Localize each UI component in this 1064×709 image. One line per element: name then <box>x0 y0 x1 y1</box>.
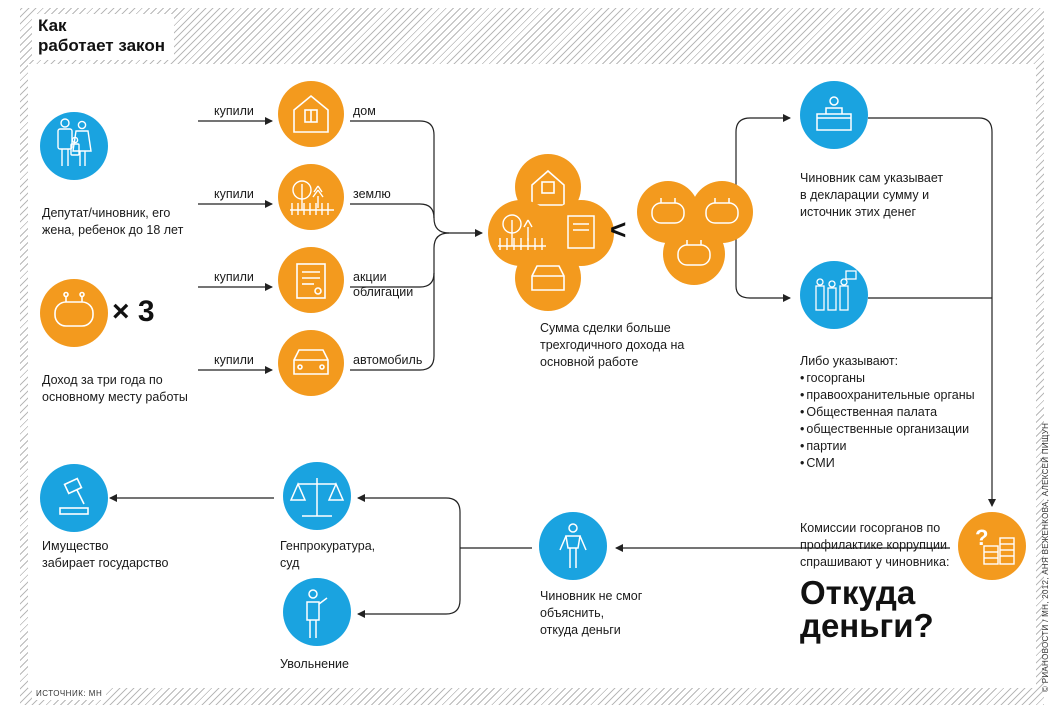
purchase-item-line: облигации <box>353 285 414 299</box>
failed-caption: Чиновник не смог объяснить, откуда деньг… <box>540 588 642 639</box>
list-item: общественные организации <box>800 421 975 438</box>
house-icon <box>278 81 344 147</box>
commission-caption: Комиссии госорганов по профилактике корр… <box>800 520 949 571</box>
commission-caption-line: Комиссии госорганов по <box>800 521 941 535</box>
certificate-icon <box>278 247 344 313</box>
list-item: госорганы <box>800 370 975 387</box>
question-heading: Откуда деньги? <box>800 576 934 642</box>
center-caption-line: трехгодичного дохода на <box>540 338 685 352</box>
question-line: деньги? <box>800 607 934 644</box>
multiplier: × 3 <box>112 295 155 328</box>
commission-caption-line: спрашивают у чиновника: <box>800 555 950 569</box>
dismiss-caption: Увольнение <box>280 657 349 671</box>
either-title: Либо указывают: <box>800 354 899 368</box>
family-icon <box>40 112 108 180</box>
income-wallet-cluster <box>637 181 753 285</box>
failed-caption-line: откуда деньги <box>540 623 621 637</box>
official-caption-line: Чиновник сам указывает <box>800 171 944 185</box>
person-icon <box>539 512 607 580</box>
failed-caption-line: объяснить, <box>540 606 605 620</box>
list-item: партии <box>800 438 975 455</box>
title-line-1: Как <box>38 16 67 35</box>
source-note: ИСТОЧНИК: МН <box>32 688 107 700</box>
official-caption-line: в декларации сумму и <box>800 188 930 202</box>
purchase-verb: купили <box>214 187 254 201</box>
commission-caption-line: профилактике коррупции <box>800 538 948 552</box>
land-icon <box>278 164 344 230</box>
gavel-icon <box>40 464 108 532</box>
court-caption: Генпрокуратура, суд <box>280 538 375 572</box>
failed-caption-line: Чиновник не смог <box>540 589 643 603</box>
center-caption-line: Сумма сделки больше <box>540 321 671 335</box>
purchase-item-line: акции <box>353 270 387 284</box>
question-coins-icon: ? <box>958 512 1026 580</box>
car-icon <box>278 330 344 396</box>
family-caption: Депутат/чиновник, его жена, ребенок до 1… <box>42 205 183 239</box>
state-caption-line: забирает государство <box>42 556 169 570</box>
credit-note: © РИАНОВОСТИ / МН, 2012, АНЯ ВЕЖЕНКОВА, … <box>1041 422 1050 692</box>
official-caption: Чиновник сам указывает в декларации сумм… <box>800 170 943 221</box>
title-line-2: работает закон <box>38 36 165 55</box>
court-caption-line: суд <box>280 556 300 570</box>
center-caption-line: основной работе <box>540 355 639 369</box>
group-icon <box>800 261 868 329</box>
list-item: правоохранительные органы <box>800 387 974 404</box>
purchase-item-stocks: акции облигации <box>353 270 413 300</box>
purchase-item-car: автомобиль <box>353 353 423 367</box>
dismissed-person-icon <box>283 578 351 646</box>
purchase-verb: купили <box>214 270 254 284</box>
wallet-icon <box>40 279 108 347</box>
svg-text:?: ? <box>975 525 988 550</box>
official-caption-line: источник этих денег <box>800 205 917 219</box>
court-caption-line: Генпрокуратура, <box>280 539 376 553</box>
connector-lines <box>109 114 996 618</box>
scales-icon <box>283 462 351 530</box>
income-caption: Доход за три года по основному месту раб… <box>42 372 188 406</box>
list-item: Общественная палата <box>800 404 975 421</box>
income-caption-line: Доход за три года по <box>42 373 163 387</box>
either-list: госорганы правоохранительные органы Обще… <box>800 370 975 472</box>
purchase-verb: купили <box>214 353 254 367</box>
income-caption-line: основному месту работы <box>42 390 188 404</box>
page-title: Как работает закон <box>32 14 174 60</box>
purchase-item-house: дом <box>353 104 376 118</box>
question-line: Откуда <box>800 574 916 611</box>
less-than-sign: < <box>610 214 627 245</box>
family-caption-line: жена, ребенок до 18 лет <box>42 223 184 237</box>
either-block: Либо указывают: госорганы правоохранител… <box>800 353 975 472</box>
state-caption: Имущество забирает государство <box>42 538 168 572</box>
center-caption: Сумма сделки больше трехгодичного дохода… <box>540 320 684 371</box>
state-caption-line: Имущество <box>42 539 109 553</box>
purchase-item-land: землю <box>353 187 391 201</box>
list-item: СМИ <box>800 455 975 472</box>
purchase-verb: купили <box>214 104 254 118</box>
purchase-cluster <box>488 154 614 311</box>
official-desk-icon <box>800 81 868 149</box>
family-caption-line: Депутат/чиновник, его <box>42 206 171 220</box>
